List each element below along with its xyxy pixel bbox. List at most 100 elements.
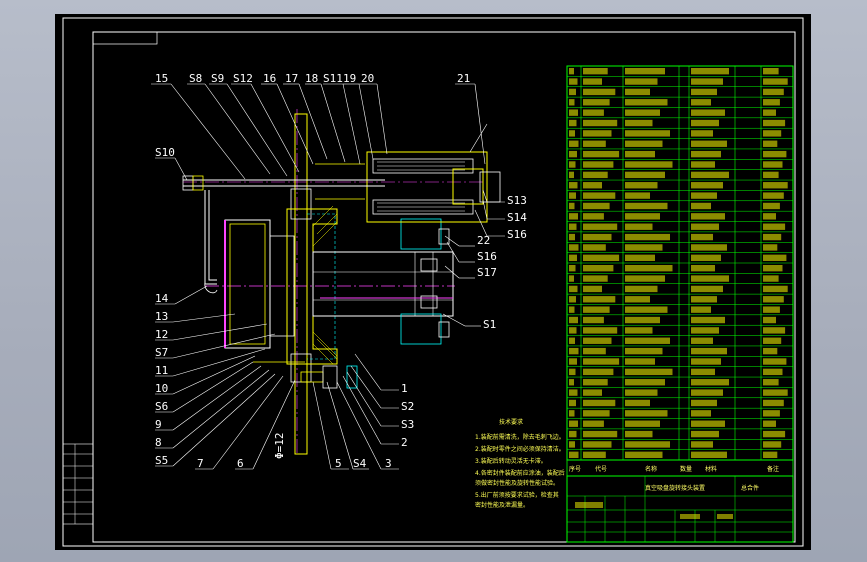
- table-cell-text: [583, 202, 610, 210]
- table-cell-text: [583, 358, 620, 365]
- tech-note: 密封性能及泄漏量。: [475, 501, 529, 509]
- table-cell-text: [625, 99, 668, 106]
- tech-note: 2.装配时零件之间必须保持清洁。: [475, 445, 565, 453]
- tech-note: 5.出厂前须按要求试验，检查其: [475, 491, 559, 499]
- table-cell-text: [583, 78, 602, 85]
- table-cell-text: [583, 441, 612, 448]
- table-cell-text: [691, 285, 723, 293]
- table-cell-text: [625, 192, 650, 199]
- table-cell-text: [569, 223, 577, 230]
- table-cell-text: [625, 441, 670, 448]
- tech-note: 3.装配后转动灵活无卡滞。: [475, 457, 547, 465]
- table-cell-text: [625, 202, 668, 210]
- table-cell-text: [625, 399, 650, 407]
- labels-top: 15 S8 S9 S12 16 17 18 S11 19 20 21: [155, 72, 470, 85]
- table-cell-text: [691, 337, 713, 344]
- table-cell-text: [569, 213, 578, 220]
- label: S16: [477, 250, 497, 263]
- table-cell-text: [691, 389, 723, 396]
- label: 16: [263, 72, 276, 85]
- label: 12: [155, 328, 168, 341]
- table-cell-text: [583, 233, 612, 241]
- table-cell-text: [625, 182, 658, 189]
- drawing-sheet: 15 S8 S9 S12 16 17 18 S11 19 20 21 S10 1…: [55, 14, 811, 550]
- label: S11: [323, 72, 343, 85]
- table-cell-text: [569, 420, 578, 427]
- table-cell-text: [569, 254, 577, 261]
- table-cell-text: [569, 78, 578, 85]
- table-cell-text: [569, 379, 574, 386]
- label: S9: [211, 72, 224, 85]
- table-cell-text: [583, 451, 606, 458]
- table-cell-text: [691, 410, 711, 417]
- label: 10: [155, 382, 168, 395]
- label: S7: [155, 346, 168, 359]
- table-cell-text: [691, 161, 715, 168]
- table-cell-text: [691, 316, 725, 324]
- table-cell-text: [583, 254, 620, 261]
- table-cell-text: [625, 223, 653, 230]
- table-cell-text: [691, 150, 721, 158]
- tech-notes: 技术要求 1.装配前需清洗，除去毛刺飞边。 2.装配时零件之间必须保持清洁。 3…: [475, 418, 565, 509]
- table-cell-text: [763, 265, 783, 272]
- label: S10: [155, 146, 175, 159]
- table-cell-text: [763, 244, 778, 251]
- table-cell-text: [569, 306, 575, 313]
- table-cell-text: [625, 358, 655, 365]
- table-cell-text: [583, 347, 606, 355]
- table-cell-text: [625, 296, 650, 303]
- table-cell-text: [583, 223, 618, 230]
- table-cell-text: [625, 285, 658, 293]
- label: 7: [197, 457, 204, 470]
- table-cell-text: [625, 316, 660, 324]
- label: 15: [155, 72, 168, 85]
- table-cell-text: [763, 451, 778, 458]
- table-cell-text: [625, 171, 665, 179]
- table-cell-text: [569, 451, 579, 458]
- drawing-name: 真空吸盘旋转接头装置: [645, 484, 705, 492]
- table-cell-text: [569, 389, 578, 396]
- label: S14: [507, 211, 527, 224]
- table-cell-text: [625, 430, 653, 438]
- tech-note: 须做密封性能及旋转性能试验。: [475, 479, 559, 487]
- label: S13: [507, 194, 527, 207]
- table-cell-text: [691, 213, 725, 220]
- table-cell-text: [583, 88, 616, 96]
- table-cell-text: [569, 275, 574, 282]
- table-cell-text: [583, 182, 602, 189]
- table-cell-text: [625, 88, 650, 96]
- outer-border: [62, 17, 804, 547]
- table-cell-text: [583, 130, 612, 137]
- table-cell-text: [583, 430, 618, 438]
- margin-table: [62, 443, 94, 525]
- table-cell-text: [569, 410, 575, 417]
- table-cell-text: [691, 119, 719, 127]
- table-cell-text: [763, 316, 776, 324]
- table-cell-text: [583, 275, 608, 282]
- table-cell-text: [625, 306, 668, 313]
- table-cell-text: [583, 327, 618, 334]
- label: S5: [155, 454, 168, 467]
- label: 1: [401, 382, 408, 395]
- table-cell-text: [569, 399, 576, 407]
- table-cell-text: [691, 68, 729, 75]
- table-cell-text: [691, 223, 719, 230]
- table-cell-text: [583, 68, 608, 75]
- table-cell-text: [569, 119, 577, 127]
- table-cell-text: [569, 130, 575, 137]
- table-cell-text: [691, 296, 717, 303]
- table-cell-text: [625, 265, 673, 272]
- leader-lines: [151, 83, 505, 470]
- table-cell-text: [691, 192, 717, 199]
- dimension-label: Φ=12: [273, 433, 286, 460]
- table-cell-text: [625, 130, 670, 137]
- table-cell-text: [625, 140, 663, 147]
- table-cell-text: [569, 171, 574, 179]
- label: S16: [507, 228, 527, 241]
- qty-header: 数量: [680, 465, 692, 473]
- table-cell-text: [763, 161, 783, 168]
- table-cell-text: [691, 379, 729, 386]
- table-cell-text: [625, 410, 668, 417]
- table-cell-text: [625, 254, 655, 261]
- table-cell-text: [763, 347, 778, 355]
